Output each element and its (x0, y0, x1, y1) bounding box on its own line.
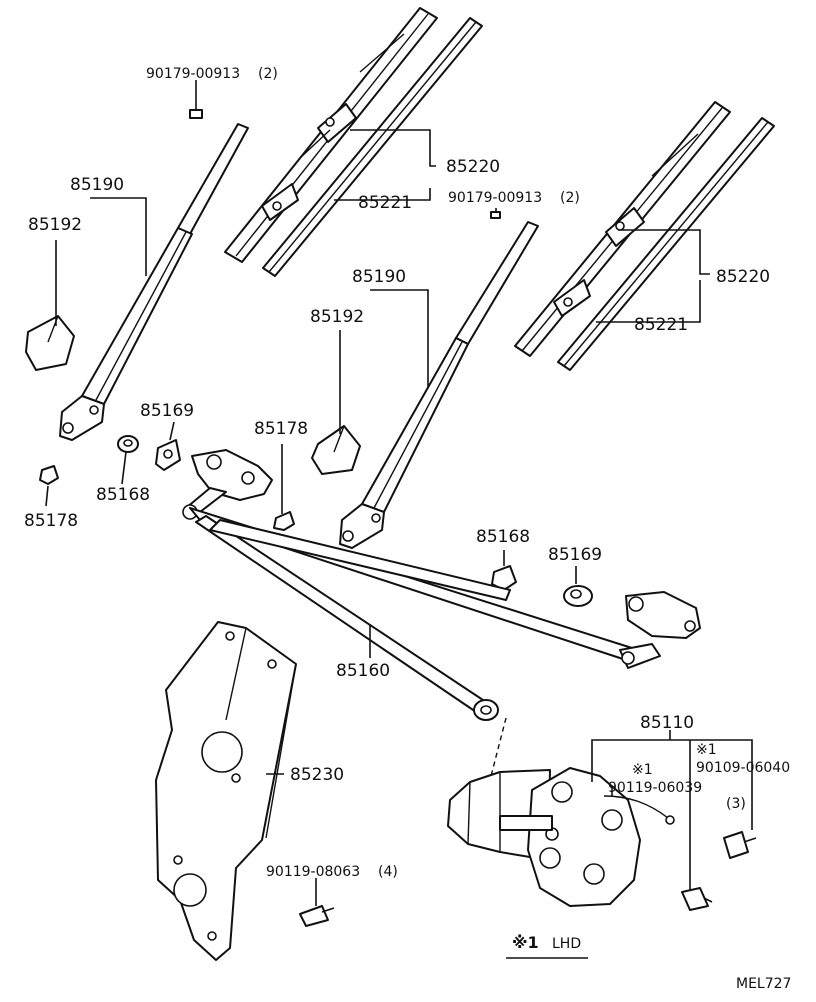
blade-assy-left-label: 85220 (446, 157, 500, 177)
wiper-link-assembly (182, 449, 701, 781)
nut-right (563, 585, 593, 607)
arm-left-label: 85190 (70, 175, 124, 195)
motor-bolt-a-part-label: 90109-06040 (696, 760, 790, 776)
washer-left (117, 435, 139, 453)
blade-screw-left (189, 86, 203, 119)
nut-right-label: 85169 (548, 545, 602, 565)
cover-bolt-part-label: 90119-08063 (266, 864, 360, 880)
wiper-blade-left (224, 7, 483, 277)
arm-cap-right-label: 85192 (310, 307, 364, 327)
cover-bolt-qty-label: (4) (378, 864, 398, 880)
nut-center (273, 511, 295, 531)
arm-cap-left (25, 315, 75, 371)
cover-bolt (299, 905, 335, 927)
motor-bolt-b-part-label: 90119-06039 (608, 780, 702, 796)
lhd-note-text: LHD (552, 936, 581, 952)
washer-right-label: 85168 (476, 527, 530, 547)
wiper-motor (447, 767, 675, 907)
motor-bolt-b (681, 887, 713, 911)
cover-label: 85230 (290, 765, 344, 785)
motor-bolt-a-mark: ※1 (696, 742, 717, 758)
nut-left-top-label: 85169 (140, 401, 194, 421)
nut-center-label: 85178 (254, 419, 308, 439)
leader-lines (45, 80, 753, 959)
washer-right (491, 565, 517, 591)
motor-assy-label: 85110 (640, 713, 694, 733)
screw-left-qty-label: (2) (258, 66, 278, 82)
lhd-note-mark: ※1 (512, 933, 539, 952)
arm-cap-left-label: 85192 (28, 215, 82, 235)
wiper-arm-right (339, 221, 539, 549)
arm-cap-right (311, 425, 361, 475)
nut-left-top (155, 439, 181, 471)
blade-rubber-right-label: 85221 (634, 315, 688, 335)
wiper-arm-left (59, 123, 249, 441)
motor-bolt-a (723, 831, 757, 859)
cover-plate (155, 621, 297, 961)
washer-left-label: 85168 (96, 485, 150, 505)
motor-bolt-b-mark: ※1 (632, 762, 653, 778)
blade-rubber-left-label: 85221 (358, 193, 412, 213)
link-assy-label: 85160 (336, 661, 390, 681)
motor-bolt-a-qty-label: (3) (726, 796, 746, 812)
callout-labels: 90179-00913 (2) 85220 85221 90179-00913 … (24, 66, 791, 992)
screw-right-part-label: 90179-00913 (448, 190, 542, 206)
nut-left-bottom (39, 465, 59, 485)
blade-screw-right (490, 208, 501, 219)
drawing-code: MEL727 (736, 976, 791, 992)
arm-right-label: 85190 (352, 267, 406, 287)
screw-left-part-label: 90179-00913 (146, 66, 240, 82)
screw-right-qty-label: (2) (560, 190, 580, 206)
blade-assy-right-label: 85220 (716, 267, 770, 287)
nut-left-bottom-label: 85178 (24, 511, 78, 531)
wiper-blade-right (514, 101, 775, 371)
